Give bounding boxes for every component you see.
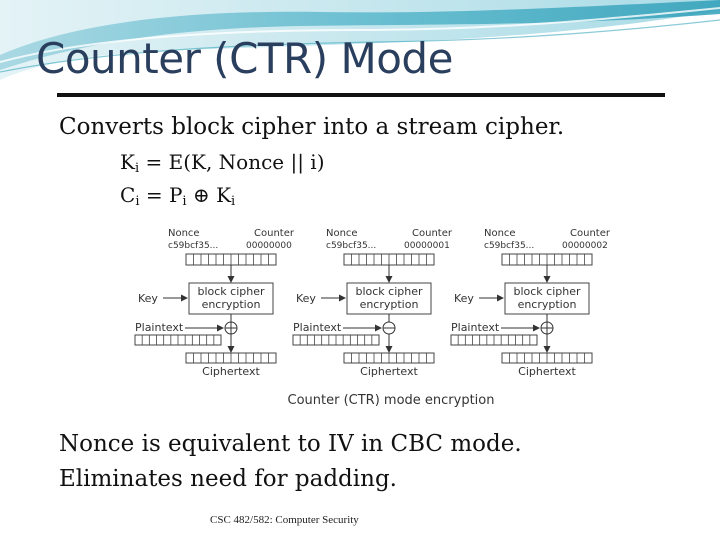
eq-ki-rhs: = E(K, Nonce || i) [139, 150, 325, 174]
ciphertext-label: Ciphertext [360, 365, 418, 378]
header-wave-banner [0, 0, 720, 80]
eq-ci-sub3: i [231, 194, 236, 209]
ciphertext-label: Ciphertext [518, 365, 576, 378]
nonce-label: Nonce [168, 228, 200, 239]
counter-label: Counter [412, 228, 453, 239]
nonce-value: c59bcf35... [168, 241, 218, 251]
block-cipher-label-2: encryption [360, 298, 419, 311]
key-label: Key [138, 292, 158, 305]
block-cipher-label-2: encryption [202, 298, 261, 311]
equation-ciphertext: Ci = Pi ⊕ Ki [120, 183, 235, 209]
diagram-caption: Counter (CTR) mode encryption [288, 393, 495, 408]
bullet-stream-cipher: Converts block cipher into a stream ciph… [59, 114, 565, 140]
counter-value: 00000002 [562, 241, 608, 251]
counter-label: Counter [254, 228, 295, 239]
eq-ci-op: ⊕ K [186, 183, 232, 207]
eq-ci-sub1: i [135, 194, 140, 209]
eq-ci-sub2: i [182, 194, 187, 209]
counter-label: Counter [570, 228, 611, 239]
nonce-value: c59bcf35... [484, 241, 534, 251]
block-cipher-label-2: encryption [518, 298, 577, 311]
eq-ci-mid: = P [139, 183, 183, 207]
counter-value: 00000000 [246, 241, 292, 251]
plaintext-label: Plaintext [135, 321, 184, 334]
plaintext-label: Plaintext [451, 321, 500, 334]
equation-keystream: Ki = E(K, Nonce || i) [120, 150, 325, 176]
block-cipher-label-1: block cipher [355, 285, 423, 298]
block-cipher-label-1: block cipher [197, 285, 265, 298]
title-divider [57, 93, 665, 97]
footer-course: CSC 482/582: Computer Security [210, 514, 359, 526]
block-cipher-box [346, 282, 432, 315]
plaintext-label: Plaintext [293, 321, 342, 334]
counter-value: 00000001 [404, 241, 450, 251]
slide-title: Counter (CTR) Mode [36, 34, 453, 83]
key-label: Key [454, 292, 474, 305]
key-label: Key [296, 292, 316, 305]
bullet-nonce-iv: Nonce is equivalent to IV in CBC mode. [59, 431, 522, 457]
nonce-label: Nonce [326, 228, 358, 239]
eq-ci-lhs: C [120, 183, 136, 207]
eq-ki-lhs: K [120, 150, 135, 174]
block-cipher-box [188, 282, 274, 315]
ciphertext-label: Ciphertext [202, 365, 260, 378]
nonce-value: c59bcf35... [326, 241, 376, 251]
block-cipher-box [504, 282, 590, 315]
bullet-no-padding: Eliminates need for padding. [59, 466, 397, 492]
eq-ki-sub: i [134, 161, 140, 176]
block-cipher-label-1: block cipher [513, 285, 581, 298]
nonce-label: Nonce [484, 228, 516, 239]
